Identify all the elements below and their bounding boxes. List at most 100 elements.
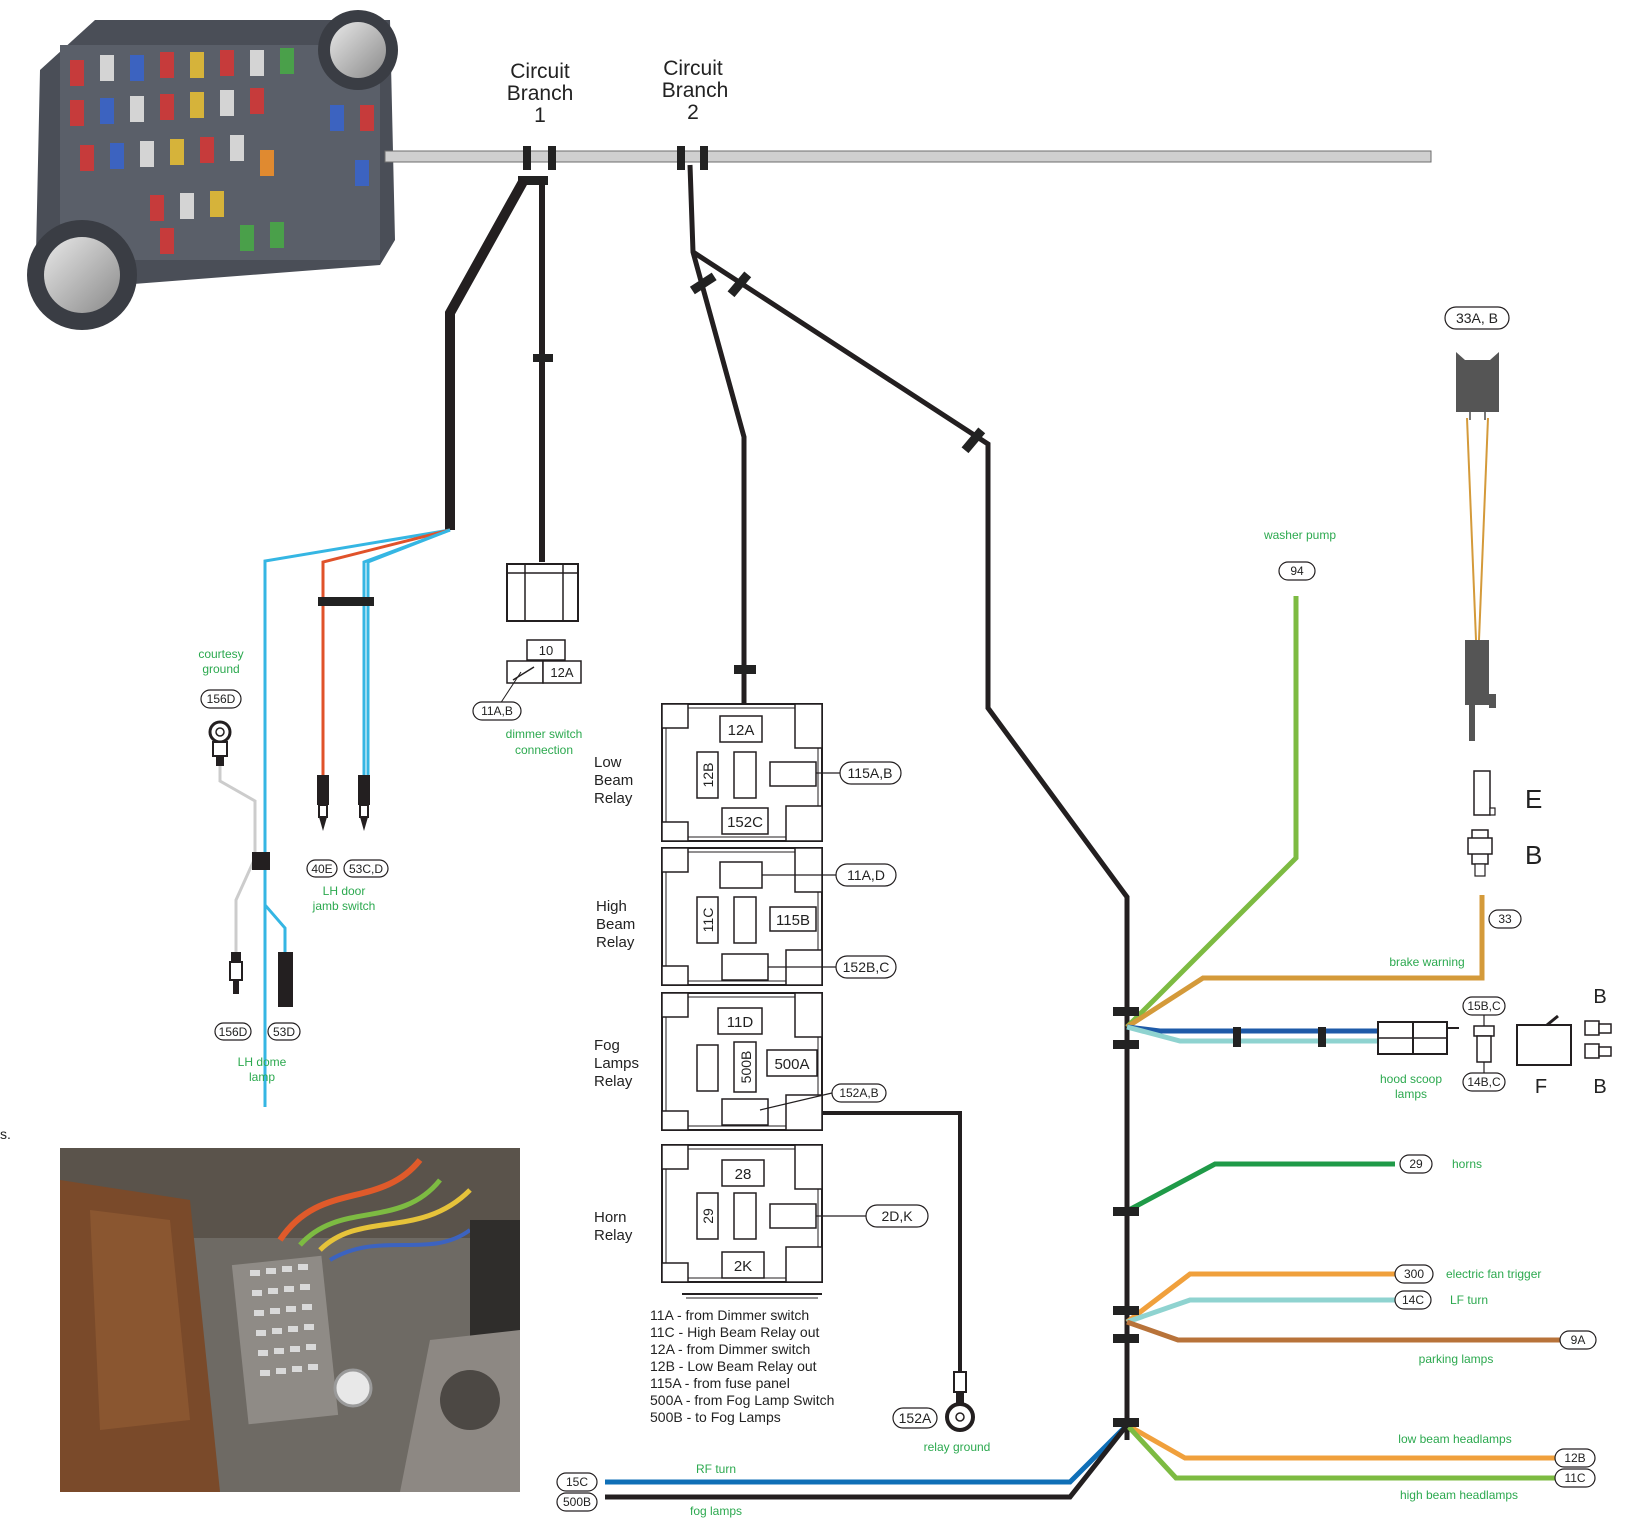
fog-label-1: Fog [594,1037,620,1054]
lh-door-label-1: LH door [323,884,366,898]
legend-line-4: 12B - Low Beam Relay out [650,1358,817,1374]
low-beam-terminal-12b: 12B [700,763,716,788]
washer-label: washer pump [1263,528,1336,542]
rf-turn-label: RF turn [696,1462,736,1476]
fan-tag: 300 [1404,1267,1424,1281]
horn-callout: 2D,K [881,1208,913,1224]
high-beam-headlamps-tag: 11C [1564,1471,1585,1485]
letter-f: F [1535,1076,1547,1098]
legend-line-5: 115A - from fuse panel [650,1375,790,1391]
courtesy-label-2: ground [202,662,239,676]
high-beam-callout-11ad: 11A,D [847,867,885,883]
legend-line-6: 500A - from Fog Lamp Switch [650,1392,834,1408]
high-beam-terminal-11c: 11C [700,908,716,933]
letter-b-top: B [1593,986,1606,1008]
branch-1-line-3: 1 [534,104,546,127]
firewall-photo [60,1148,520,1492]
low-beam-headlamps-label: low beam headlamps [1398,1432,1511,1446]
branch-1-harness [263,146,556,1107]
fog-lamps-label: fog lamps [690,1504,742,1518]
hood-scoop-label-2: lamps [1395,1087,1427,1101]
terminal-legend: 11A - from Dimmer switch 11C - High Beam… [650,1307,834,1425]
hood-scoop-lamps: hood scoop lamps 15B,C 14B,C F B B [1377,986,1612,1101]
lh-door-tag-40e: 40E [311,862,332,876]
fog-terminal-500a: 500A [774,1056,809,1073]
high-beam-headlamps-label: high beam headlamps [1400,1488,1518,1502]
brake-tag: 33 [1498,912,1512,926]
relay-ground-tag: 152A [899,1410,932,1426]
lh-dome-tag-156d: 156D [219,1025,248,1039]
fog-lamps-relay: 11D 500B 500A 152A,B Fog Lamps Relay [594,992,887,1131]
fuse-box-photo [0,0,422,345]
horns-label: horns [1452,1157,1482,1171]
high-beam-label-1: High [596,898,627,915]
legend-line-7: 500B - to Fog Lamps [650,1409,781,1425]
lh-door-label-2: jamb switch [312,899,376,913]
fog-lamps-tag: 500B [563,1495,591,1509]
low-beam-callout: 115A,B [848,765,893,781]
branch-1-line-2: Branch [507,82,574,105]
low-beam-label-3: Relay [594,790,633,807]
courtesy-ground: courtesy ground 156D [198,647,287,952]
lh-dome-label-1: LH dome [238,1055,287,1069]
brake-switch-tag: 33A, B [1456,310,1498,326]
dimmer-label-1: dimmer switch [506,727,583,741]
dimmer-connector: 10 12A 11A,B dimmer switch connection [472,563,583,757]
high-beam-relay: 11C 115B 11A,D 152B,C High Beam Relay [596,847,897,986]
relay-ground-label: relay ground [924,1440,991,1454]
horn-label-2: Relay [594,1227,633,1244]
horn-terminal-2k: 2K [734,1258,752,1275]
horn-terminal-28: 28 [735,1166,752,1183]
horn-terminal-29: 29 [700,1208,716,1224]
dimmer-terminal-12a: 12A [550,665,573,680]
high-beam-label-3: Relay [596,934,635,951]
low-beam-label-2: Beam [594,772,633,789]
fog-label-2: Lamps [594,1055,639,1072]
lf-turn-tag: 14C [1402,1293,1424,1307]
low-beam-terminal-152c: 152C [727,814,763,831]
branch-2-line-2: Branch [662,79,729,102]
washer-pump: washer pump 94 [1263,528,1336,581]
low-beam-relay: 12A 12B 152C 115A,B Low Beam Relay [594,703,902,842]
branch-1-line-1: Circuit [510,60,570,83]
lh-door-connectors: 40E 53C,D LH door jamb switch [306,775,389,913]
lf-turn-label: LF turn [1450,1293,1488,1307]
brake-warning-connectors: E B 33 [1467,770,1542,929]
lh-door-tag-53cd: 53C,D [349,862,383,876]
hood-scoop-label-1: hood scoop [1380,1072,1442,1086]
edge-text-fragment: s. [0,1126,11,1142]
branch-2-line-3: 2 [687,101,699,124]
horn-relay: 28 29 2K 2D,K Horn Relay [594,1144,929,1283]
brake-switch: 33A, B [1444,306,1510,741]
legend-line-3: 12A - from Dimmer switch [650,1341,810,1357]
branch-2-harness [677,146,1130,1440]
lh-dome-tag-53d: 53D [273,1025,295,1039]
fan-label: electric fan trigger [1446,1267,1541,1281]
courtesy-tag: 156D [207,692,236,706]
legend-line-1: 11A - from Dimmer switch [650,1307,809,1323]
rf-turn-tag: 15C [566,1475,588,1489]
relay-ground: 152A relay ground [822,1111,991,1454]
washer-tag: 94 [1290,564,1304,578]
dimmer-tag: 11A,B [481,704,513,718]
brake-warning-label: brake warning [1389,955,1464,969]
fog-terminal-11d: 11D [727,1014,754,1031]
horn-label-1: Horn [594,1209,627,1226]
high-beam-label-2: Beam [596,916,635,933]
low-beam-terminal-12a: 12A [728,722,755,739]
fuse-grid [70,48,374,254]
courtesy-label-1: courtesy [198,647,243,661]
high-beam-callout-152bc: 152B,C [843,959,890,975]
legend-line-2: 11C - High Beam Relay out [650,1324,819,1340]
low-beam-headlamps-tag: 12B [1564,1451,1585,1465]
parking-label: parking lamps [1419,1352,1494,1366]
trunk-wires [605,596,1560,1500]
main-harness-bar [384,150,1432,163]
lh-dome-connectors: 156D 53D LH dome lamp [214,952,301,1084]
letter-b-bottom: B [1593,1076,1606,1098]
hood-scoop-tag-15bc: 15B,C [1467,999,1501,1013]
fog-callout: 152A,B [839,1086,878,1100]
branch-2-line-1: Circuit [663,57,723,80]
horns-tag: 29 [1409,1157,1423,1171]
